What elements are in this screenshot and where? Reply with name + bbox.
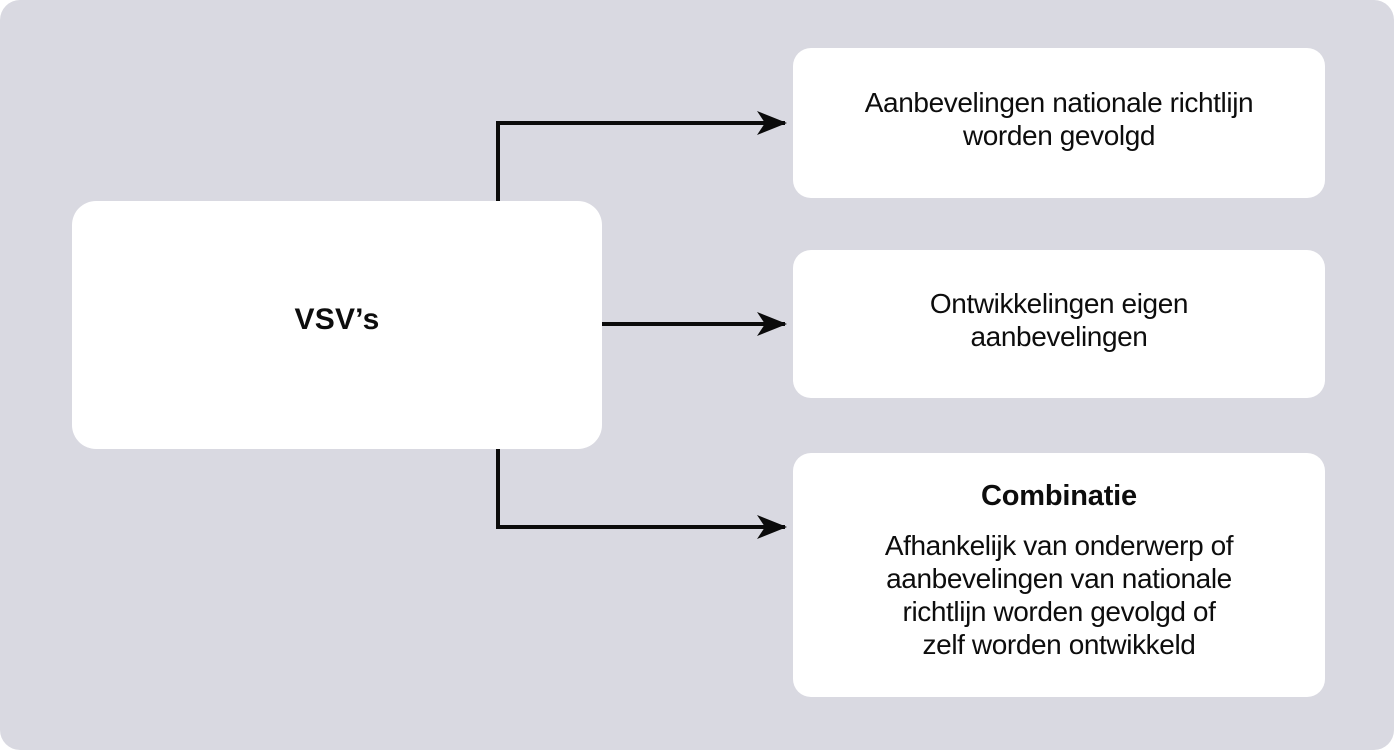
branch-node-combinatie: Combinatie Afhankelijk van onderwerp of … (793, 453, 1325, 697)
root-node-vsv: VSV’s (72, 201, 602, 449)
root-node-label: VSV’s (294, 303, 380, 336)
branch-node-title: Combinatie (981, 479, 1137, 512)
branch-node-label: Aanbevelingen nationale richtlijn worden… (864, 86, 1254, 151)
branch-node-label: Ontwikkelingen eigen aanbevelingen (929, 287, 1189, 352)
branch-node-eigen-aanbevelingen: Ontwikkelingen eigen aanbevelingen (793, 250, 1325, 398)
branch-node-label: Afhankelijk van onderwerp of aanbeveling… (884, 529, 1234, 660)
branch-node-nationale-richtlijn: Aanbevelingen nationale richtlijn worden… (793, 48, 1325, 198)
